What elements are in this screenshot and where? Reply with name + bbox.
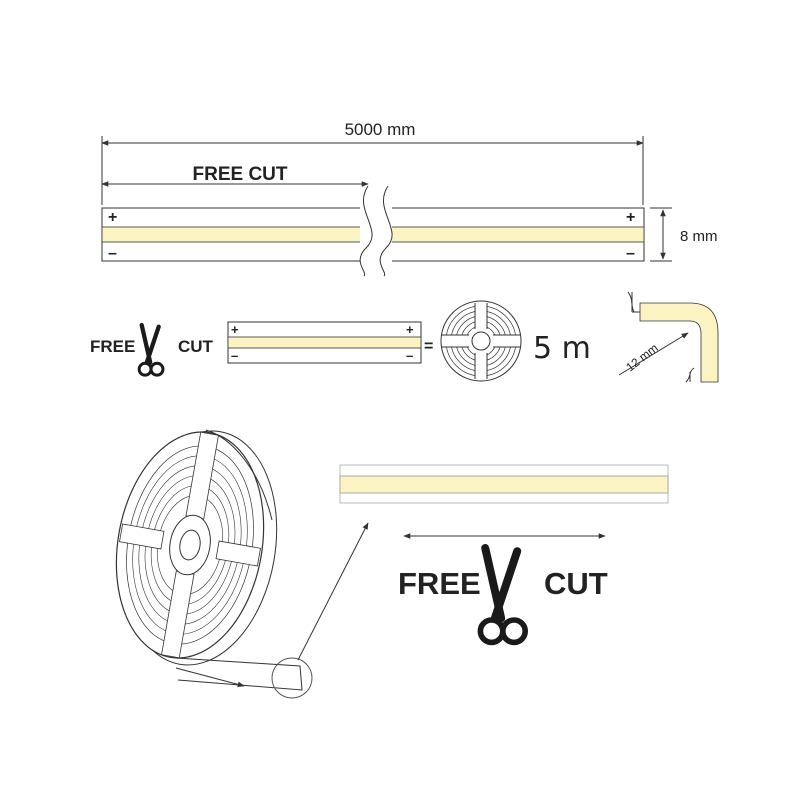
break-line-right <box>379 185 393 277</box>
reel-icon-small <box>440 300 522 382</box>
bend-radius-figure: 12 mm <box>618 291 719 383</box>
led-band-short <box>227 336 422 349</box>
free-cut-dimension-label: FREE CUT <box>193 164 288 185</box>
reel-icon-large <box>115 429 278 666</box>
bottom-section: FREE CUT <box>115 429 669 699</box>
plus-short-right: + <box>406 322 414 337</box>
reel-length-label: 5 m <box>533 331 591 366</box>
zoom-arrow <box>297 522 369 661</box>
minus-right: – <box>626 245 635 262</box>
free-cut-small-right: CUT <box>178 337 214 356</box>
unroll-direction-arrow <box>175 667 245 688</box>
plus-short-left: + <box>231 322 239 337</box>
free-cut-large-right: CUT <box>544 566 608 601</box>
minus-short-left: – <box>231 348 238 363</box>
bend-radius-label: 12 mm <box>623 341 661 375</box>
plus-right: + <box>626 209 635 226</box>
scissors-icon-large <box>480 548 525 642</box>
middle-row: FREE CUT + – + – = <box>90 291 719 383</box>
plus-left: + <box>108 209 117 226</box>
width-label: 8 mm <box>680 228 718 245</box>
equals-sign: = <box>424 338 433 355</box>
break-line-left <box>359 185 373 277</box>
bend-radius-line <box>618 332 689 376</box>
free-cut-small-left: FREE <box>90 337 135 356</box>
minus-left: – <box>108 245 117 262</box>
scissors-icon-small <box>139 325 163 375</box>
top-strip-section: 5000 mm FREE CUT + – + – 8 mm <box>101 120 718 277</box>
total-length-label: 5000 mm <box>345 120 416 139</box>
zoom-circle <box>271 657 313 699</box>
free-cut-large-left: FREE <box>398 566 481 601</box>
minus-short-right: – <box>406 348 413 363</box>
led-band-magnified <box>339 475 669 494</box>
